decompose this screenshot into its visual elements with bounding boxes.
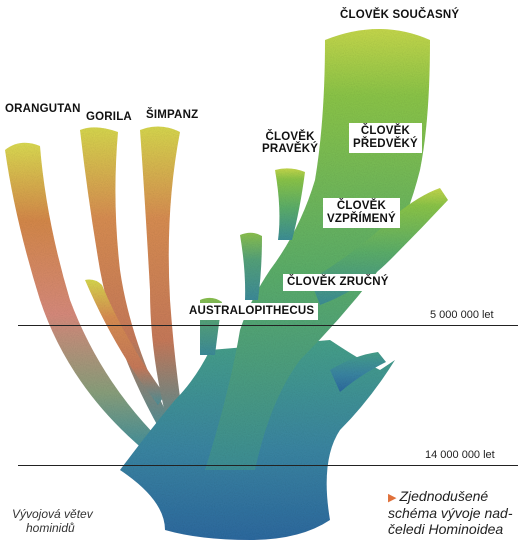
- caption-schema: ▶Zjednodušené schéma vývoje nad- čeledi …: [388, 488, 513, 537]
- label-simpanz: ŠIMPANZ: [146, 109, 198, 121]
- label-clovek-zrucny: ČLOVĚK ZRUČNÝ: [283, 274, 393, 291]
- label-clovek-praveky-line1: ČLOVĚK: [262, 131, 318, 143]
- caption-hominid-branch: Vývojová větev hominidů: [12, 508, 93, 536]
- caption-right-line1: Zjednodušené: [399, 488, 488, 504]
- label-clovek-vzprimeny: ČLOVĚK VZPŘÍMENÝ: [323, 198, 400, 228]
- label-clovek-predveky-line1: ČLOVĚK: [353, 125, 418, 138]
- timeline-5m: [18, 325, 518, 326]
- label-clovek-soucasny: ČLOVĚK SOUČASNÝ: [340, 9, 459, 21]
- timeline-14m-label: 14 000 000 let: [425, 449, 495, 461]
- timeline-5m-label: 5 000 000 let: [430, 309, 494, 321]
- caption-right-line3: čeledi Hominoidea: [388, 521, 513, 537]
- label-clovek-predveky: ČLOVĚK PŘEDVĚKÝ: [349, 123, 422, 153]
- label-clovek-praveky-line2: PRAVĚKÝ: [262, 143, 318, 155]
- label-australopithecus: AUSTRALOPITHECUS: [185, 303, 318, 320]
- caption-left-line2: hominidů: [12, 522, 93, 536]
- label-clovek-vzprimeny-line1: ČLOVĚK: [327, 200, 396, 213]
- caption-right-line2: schéma vývoje nad-: [388, 505, 513, 521]
- label-clovek-vzprimeny-line2: VZPŘÍMENÝ: [327, 213, 396, 226]
- label-clovek-praveky: ČLOVĚK PRAVĚKÝ: [262, 131, 318, 155]
- timeline-14m: [18, 465, 518, 466]
- early-homo-branch: [240, 233, 262, 300]
- orangutan-branch: [5, 143, 160, 455]
- caption-arrow-icon: ▶: [388, 492, 396, 504]
- label-clovek-predveky-line2: PŘEDVĚKÝ: [353, 138, 418, 151]
- caption-left-line1: Vývojová větev: [12, 508, 93, 522]
- label-gorila: GORILA: [86, 111, 132, 123]
- label-orangutan: ORANGUTAN: [5, 103, 81, 115]
